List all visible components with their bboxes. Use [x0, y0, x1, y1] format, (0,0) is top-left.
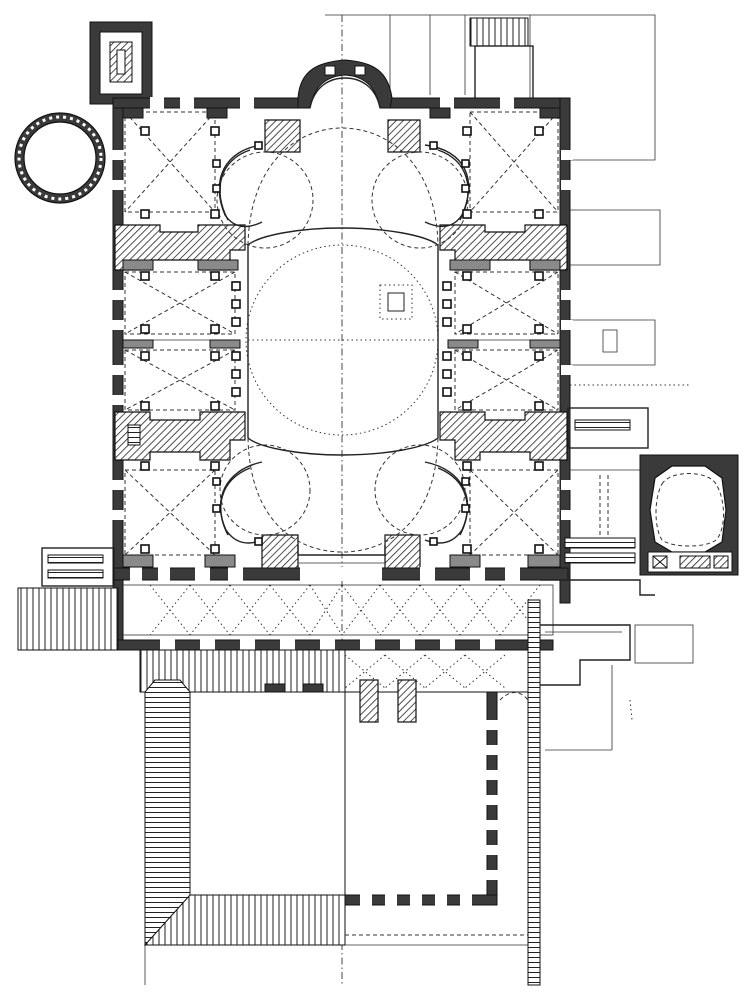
outbuildings-north	[325, 14, 661, 366]
round-building	[14, 112, 106, 204]
inner-narthex	[112, 567, 569, 651]
annex-east	[540, 384, 690, 596]
main-walls	[112, 59, 573, 649]
tomb-square-northwest	[89, 21, 153, 105]
tomb-octagonal-east	[639, 454, 739, 576]
aisle-vaults	[124, 111, 559, 556]
exedrae	[218, 144, 470, 544]
columns	[140, 126, 544, 554]
main-piers	[114, 119, 568, 571]
annex-west	[17, 547, 119, 651]
atrium	[143, 679, 530, 985]
wall-stubs	[122, 107, 561, 568]
east-boundary	[527, 599, 694, 986]
